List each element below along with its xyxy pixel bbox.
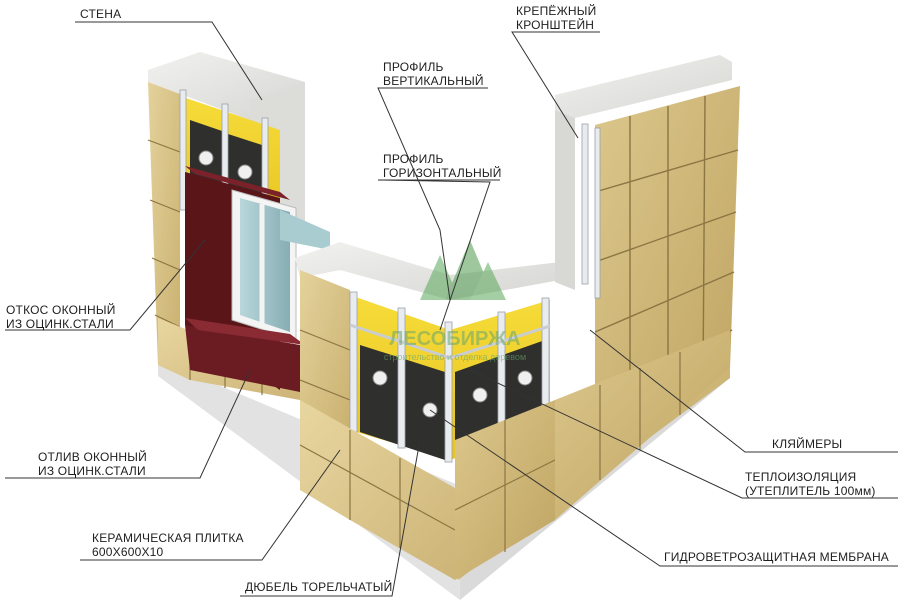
label-wall: СТЕНА: [80, 7, 122, 21]
label-ceramic-tile: КЕРАМИЧЕСКАЯ ПЛИТКА 600Х600Х10: [92, 531, 244, 559]
mid-dowels: [372, 370, 533, 418]
right-vertical-profiles: [581, 123, 601, 299]
mid-left-tiles: [300, 270, 350, 440]
dowel-icon: [198, 150, 214, 166]
watermark-brand: ЛЕСОБИРЖА: [389, 328, 520, 350]
window-glass: [240, 198, 290, 332]
mid-vertical-profiles: [349, 291, 550, 463]
label-horizontal-profile: ПРОФИЛЬ ГОРИЗОНТАЛЬНЫЙ: [383, 152, 502, 180]
left-tile-face: [148, 82, 180, 375]
window-drip-top: [185, 318, 305, 345]
mid-left-grid: [299, 329, 351, 401]
watermark: [420, 240, 506, 300]
label-bracket: КРЕПЁЖНЫЙ КРОНШТЕЙН: [516, 4, 597, 32]
right-wall-side: [555, 110, 575, 290]
window-drip: [185, 325, 300, 392]
window-slope-top: [185, 166, 290, 200]
left-tile-grid: [147, 139, 181, 328]
window-glass-outer: [280, 210, 330, 250]
front-right-lower-tiles: [555, 330, 730, 520]
front-right-grid: [454, 420, 556, 552]
label-insulation: ТЕПЛОИЗОЛЯЦИЯ (УТЕПЛИТЕЛЬ 100мм): [745, 470, 876, 498]
label-clamps: КЛЯЙМЕРЫ: [772, 437, 843, 451]
mid-horizontal-profiles: [349, 323, 551, 360]
front-right-lower-grid: [599, 352, 681, 480]
label-membrane: ГИДРОВЕТРОЗАЩИТНАЯ МЕМБРАНА: [664, 550, 890, 564]
watermark-tagline: строительство и отделка деревом: [384, 352, 526, 362]
label-dowel: ДЮБЕЛЬ ТОРЕЛЬЧАТЫЙ: [245, 580, 393, 594]
right-wall-top: [555, 55, 732, 118]
front-tiles-lower-left: [300, 400, 455, 580]
label-window-slope: ОТКОС ОКОННЫЙ ИЗ ОЦИНК.СТАЛИ: [6, 303, 116, 331]
label-window-drip: ОТЛИВ ОКОННЫЙ ИЗ ОЦИНК.СТАЛИ: [38, 450, 147, 478]
leader-lines: [5, 21, 898, 597]
dowel-icon: [237, 164, 253, 180]
label-vertical-profile: ПРОФИЛЬ ВЕРТИКАЛЬНЫЙ: [383, 60, 484, 88]
front-lower-grid: [299, 430, 456, 548]
